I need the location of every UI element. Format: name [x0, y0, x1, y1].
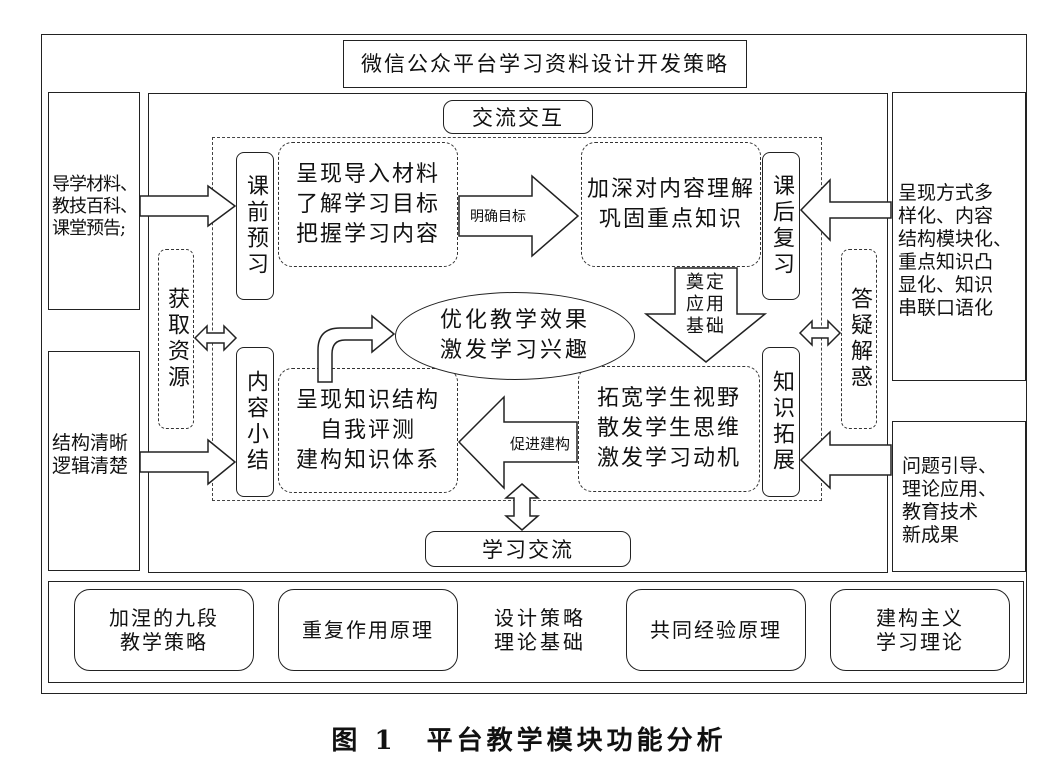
arrow-right-input-bottom	[799, 430, 892, 490]
double-arrow-answer-questions	[798, 319, 842, 347]
content-box-intro: 呈现导入材料 了解学习目标 把握学习内容	[278, 142, 458, 267]
center-ellipse-goal: 优化教学效果 激发学习兴趣	[395, 292, 635, 380]
right-input-bottom-text: 问题引导、 理论应用、 教育技术 新成果	[902, 455, 998, 546]
right-input-top-text: 呈现方式多 样化、内容 结构模块化、 重点知识凸 显化、知识 串联口语化	[898, 182, 1013, 319]
left-input-top-box	[48, 92, 140, 310]
phase-extension: 知识拓展	[762, 347, 800, 497]
left-input-top-text: 导学材料、 教技百科、 课堂预告;	[52, 174, 138, 239]
left-input-bottom-text: 结构清晰 逻辑清楚	[52, 432, 129, 477]
arrow-promote	[457, 395, 578, 490]
arrow-left-input-top	[139, 184, 237, 228]
arrow-clear-goal	[458, 174, 580, 258]
exchange-interaction-label: 交流交互	[443, 100, 593, 134]
answer-questions-tag: 答疑解惑	[841, 249, 877, 429]
theory-item-repetition: 重复作用原理	[278, 589, 458, 671]
arrow-right-input-top	[799, 178, 892, 242]
theory-item-constructivism: 建构主义 学习理论	[830, 589, 1010, 671]
learning-exchange-label: 学习交流	[425, 531, 631, 567]
phase-pre-class: 课前预习	[236, 152, 274, 300]
theory-item-common-experience: 共同经验原理	[626, 589, 806, 671]
double-arrow-get-resources	[193, 324, 238, 352]
get-resources-tag: 获取资源	[158, 249, 194, 429]
content-box-deepen: 加深对内容理解 巩固重点知识	[581, 142, 761, 267]
right-input-top-box	[892, 92, 1026, 381]
theory-item-gagne: 加涅的九段 教学策略	[74, 589, 254, 671]
diagram-title: 微信公众平台学习资料设计开发策略	[343, 40, 747, 88]
arrow-to-ellipse	[317, 314, 396, 383]
label-promote: 促进建构	[509, 434, 570, 453]
label-clear-goal: 明确目标	[470, 209, 526, 225]
content-box-broaden: 拓宽学生视野 散发学生思维 激发学习动机	[578, 366, 760, 492]
double-arrow-learning-exchange	[504, 483, 540, 531]
arrow-foundation	[643, 267, 768, 363]
arrow-left-input-bottom	[139, 438, 237, 486]
figure-caption: 图 1 平台教学模块功能分析	[331, 725, 727, 756]
theory-center-label: 设计策略 理论基础	[494, 606, 586, 654]
right-input-bottom-box	[892, 421, 1026, 572]
content-box-structure: 呈现知识结构 自我评测 建构知识体系	[278, 368, 458, 493]
phase-review: 课后复习	[762, 152, 800, 300]
label-foundation: 奠定 应用 基础	[686, 272, 726, 337]
phase-summary: 内容小结	[236, 347, 274, 497]
